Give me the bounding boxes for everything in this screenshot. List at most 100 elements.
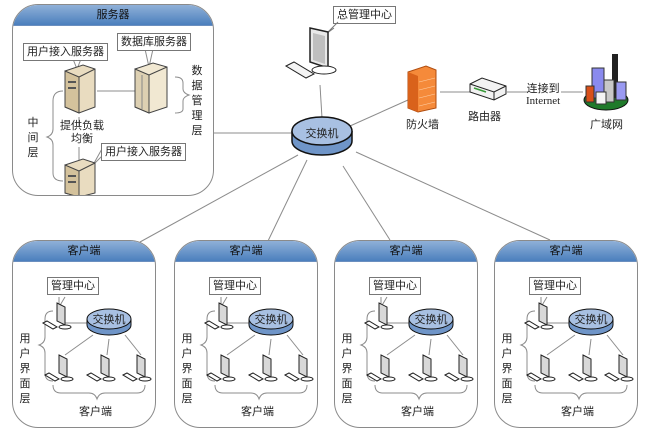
data-layer-char: 数 <box>191 64 203 77</box>
client-switch-icon <box>408 308 454 336</box>
client-computer-icon <box>567 354 598 382</box>
wan-label: 广域网 <box>590 118 623 131</box>
server-panel: 服务器 <box>12 4 214 196</box>
ui-layer-char: 界 <box>19 362 31 375</box>
user-access-server-2-callout: 用户接入服务器 <box>101 143 186 161</box>
firewall-icon <box>407 65 437 113</box>
data-mgmt-layer-label: 数 据 管 理 层 <box>191 63 203 138</box>
ui-layer-char: 户 <box>341 347 353 360</box>
ui-layer-char: 面 <box>341 377 353 390</box>
client-computer-icon <box>85 354 116 382</box>
ui-layer-char: 户 <box>501 347 513 360</box>
mgmt-center-callout: 管理中心 <box>529 277 581 295</box>
client-switch-icon <box>86 308 132 336</box>
ui-layer-label: 用户界面层 <box>501 331 513 406</box>
server-panel-title: 服务器 <box>13 5 213 26</box>
clients-label: 客户端 <box>561 405 594 418</box>
mgmt-computer-icon <box>41 302 72 330</box>
client-panel-graphics <box>37 296 152 401</box>
ui-layer-char: 面 <box>181 377 193 390</box>
main-mgmt-center-callout: 总管理中心 <box>333 6 396 24</box>
client-panel-graphics <box>199 296 314 401</box>
clients-brace <box>374 384 468 401</box>
client-computer-icon <box>365 354 396 382</box>
data-layer-char: 管 <box>191 94 203 107</box>
database-server-icon <box>134 62 168 114</box>
ui-layer-char: 用 <box>341 332 353 345</box>
ui-layer-brace <box>199 310 216 382</box>
clients-label: 客户端 <box>241 405 274 418</box>
middle-layer-label: 中 间 层 <box>27 115 39 160</box>
mgmt-computer-icon <box>523 302 554 330</box>
ui-layer-char: 界 <box>181 362 193 375</box>
client-switch-label: 交换机 <box>414 313 448 326</box>
client-computer-icon <box>407 354 438 382</box>
client-switch-icon <box>248 308 294 336</box>
client-computer-icon <box>247 354 278 382</box>
internet-word: Internet <box>526 95 561 107</box>
ui-layer-char: 层 <box>341 392 353 405</box>
client-panel-title: 客户端 <box>335 241 477 262</box>
middle-layer-char: 间 <box>27 131 39 144</box>
client-panel-1: 客户端 <box>12 240 156 428</box>
user-access-server-2-icon <box>64 158 96 195</box>
client-computer-icon <box>525 354 556 382</box>
ui-layer-char: 界 <box>501 362 513 375</box>
data-layer-char: 层 <box>191 124 203 137</box>
central-switch-icon <box>291 116 353 156</box>
ui-layer-brace <box>37 310 54 382</box>
clients-brace <box>52 384 146 401</box>
ui-layer-char: 层 <box>501 392 513 405</box>
client-panel-graphics <box>519 296 634 401</box>
mgmt-center-callout: 管理中心 <box>369 277 421 295</box>
ui-layer-brace <box>519 310 536 382</box>
ui-layer-char: 面 <box>501 377 513 390</box>
central-switch: 交换机 <box>290 115 354 159</box>
client-computer-icon <box>121 354 152 382</box>
wan-city-icon <box>583 54 629 111</box>
central-switch-label: 交换机 <box>305 127 339 140</box>
load-balance-label: 提供负载 均衡 <box>57 119 107 145</box>
ui-layer-char: 面 <box>19 377 31 390</box>
client-panel-title: 客户端 <box>495 241 637 262</box>
mgmt-computer-icon <box>363 302 394 330</box>
link-switch-client-3 <box>342 165 391 241</box>
client-panel-graphics <box>359 296 474 401</box>
router-label: 路由器 <box>468 110 501 123</box>
ui-layer-char: 用 <box>501 332 513 345</box>
client-panel-title: 客户端 <box>13 241 155 262</box>
ui-layer-char: 界 <box>341 362 353 375</box>
link-switch-mgmt-center <box>319 84 323 119</box>
mgmt-center-callout: 管理中心 <box>47 277 99 295</box>
ui-layer-char: 用 <box>19 332 31 345</box>
router-icon <box>469 77 507 101</box>
client-computer-icon <box>603 354 634 382</box>
clients-label: 客户端 <box>79 405 112 418</box>
ui-layer-char: 层 <box>181 392 193 405</box>
firewall-label: 防火墙 <box>406 118 439 131</box>
ui-layer-char: 层 <box>19 392 31 405</box>
mgmt-center-callout: 管理中心 <box>209 277 261 295</box>
client-computer-icon <box>205 354 236 382</box>
client-switch-label: 交换机 <box>574 313 608 326</box>
ui-layer-char: 户 <box>19 347 31 360</box>
link-switch-client-1 <box>139 154 299 243</box>
ui-layer-brace <box>359 310 376 382</box>
load-balance-line-1: 提供负载 <box>60 119 104 132</box>
connect-to-label: 连接到 <box>526 82 560 95</box>
clients-brace <box>214 384 308 401</box>
load-balance-line-2: 均衡 <box>71 132 93 145</box>
client-panel-3: 客户端 <box>334 240 478 428</box>
client-panel-2: 客户端 <box>174 240 318 428</box>
mgmt-computer-icon <box>203 302 234 330</box>
server-panel-graphics <box>45 48 191 195</box>
link-switch-client-4 <box>355 151 551 241</box>
client-switch-label: 交换机 <box>254 313 288 326</box>
link-switch-client-2 <box>267 159 308 242</box>
ui-layer-label: 用户界面层 <box>181 331 193 406</box>
client-computer-icon <box>283 354 314 382</box>
client-panel-4: 客户端 <box>494 240 638 428</box>
client-switch-label: 交换机 <box>92 313 126 326</box>
client-panel-title: 客户端 <box>175 241 317 262</box>
database-server-callout: 数据库服务器 <box>117 33 191 51</box>
